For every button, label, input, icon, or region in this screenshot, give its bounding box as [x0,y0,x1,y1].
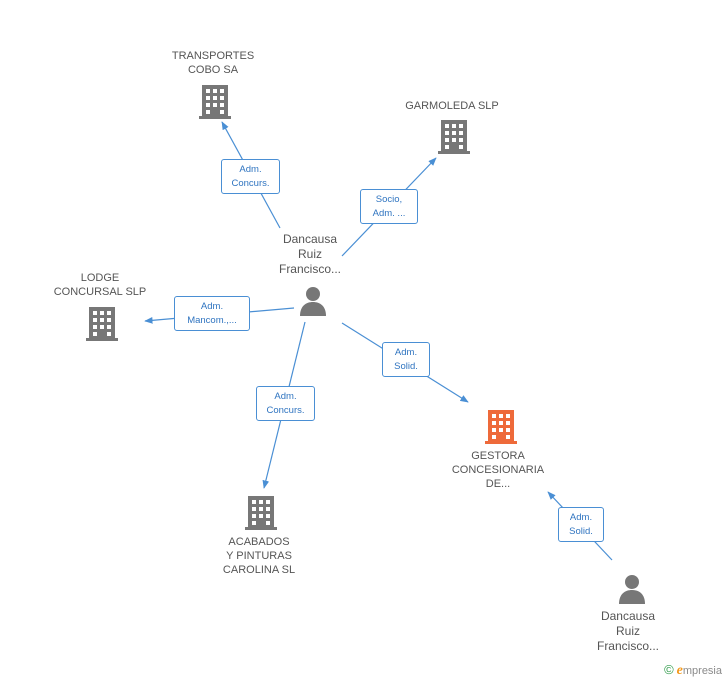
empresia-logo[interactable]: ©empresia [664,662,722,679]
node-label-gestora[interactable]: GESTORA CONCESIONARIA DE... [451,450,545,490]
copyright-icon: © [664,662,674,677]
building-icon[interactable] [485,410,517,444]
node-label-person-main[interactable]: Dancausa Ruiz Francisco... [278,232,341,276]
edge-label-to-gestora[interactable]: Adm. Solid. [382,342,430,377]
building-icon[interactable] [245,496,277,530]
edge-label-to-lodge[interactable]: Adm. Mancom.,... [174,296,250,331]
node-label-garmoleda[interactable]: GARMOLEDA SLP [405,100,499,112]
node-label-acabados[interactable]: ACABADOS Y PINTURAS CAROLINA SL [222,536,296,576]
brand-name: mpresia [682,665,722,677]
building-icon[interactable] [199,85,231,119]
edge-label-to-garmoleda[interactable]: Socio, Adm. ... [360,189,418,224]
node-label-transportes[interactable]: TRANSPORTES COBO SA [171,50,255,76]
brand-initial: e [676,663,683,678]
person-icon[interactable] [617,574,647,604]
building-icon[interactable] [438,120,470,154]
edge-label-to-acabados[interactable]: Adm. Concurs. [256,386,315,421]
edge-label-second-to-gestora[interactable]: Adm. Solid. [558,507,604,542]
building-icon[interactable] [86,307,118,341]
node-label-lodge[interactable]: LODGE CONCURSAL SLP [53,272,147,298]
node-label-person-second[interactable]: Dancausa Ruiz Francisco... [596,609,659,653]
edge-label-to-transportes[interactable]: Adm. Concurs. [221,159,280,194]
person-icon[interactable] [298,286,328,316]
